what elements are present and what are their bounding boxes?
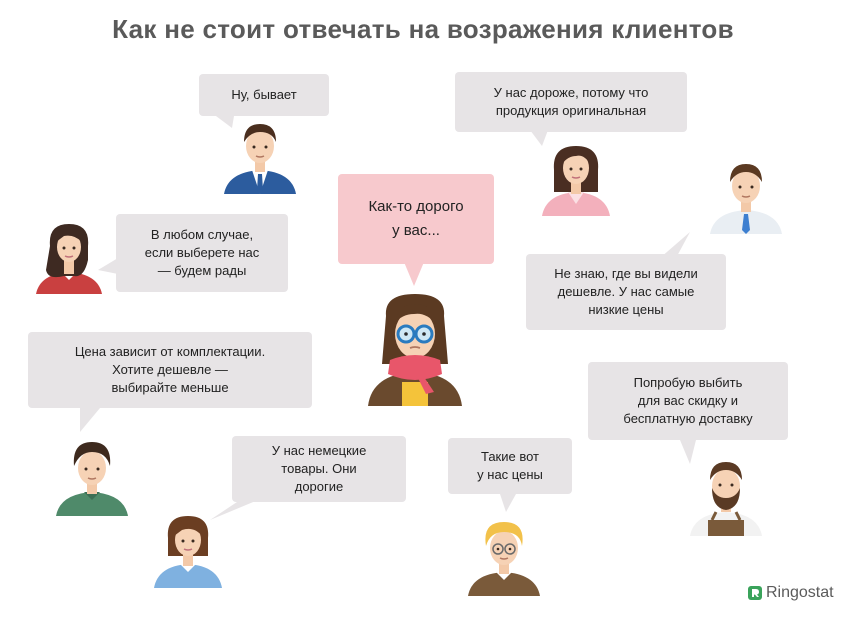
bubble-glad-anyway: В любом случае, если выберете нас — буде… [116,214,288,292]
bubble-customer-objection: Как-то дорого у вас... [338,174,494,264]
bubble-such-prices: Такие вот у нас цены [448,438,572,494]
bubble-nu-byvaet: Ну, бывает [199,74,329,116]
man-bearded-apron-avatar [690,462,762,536]
customer-glasses-scarf-avatar [368,294,462,406]
bubble-original-products: У нас дороже, потому что продукция ориги… [455,72,687,132]
bubble-german-goods: У нас немецкие товары. Они дорогие [232,436,406,502]
man-blue-suit-avatar [224,124,296,194]
woman-red-avatar [36,224,102,294]
man-green-shirt-avatar [56,442,128,516]
bubble-lowest-prices: Не знаю, где вы видели дешевле. У нас са… [526,254,726,330]
ringostat-logo-icon [748,586,762,600]
man-white-shirt-avatar [710,164,782,234]
brand-logo: Ringostat [748,584,834,602]
brand-name: Ringostat [766,584,834,601]
woman-pink-avatar [542,146,610,216]
page-title: Как не стоит отвечать на возражения клие… [112,14,734,44]
bubble-configuration: Цена зависит от комплектации. Хотите деш… [28,332,312,408]
man-blonde-glasses-avatar [468,522,540,596]
bubble-discount: Попробую выбить для вас скидку и бесплат… [588,362,788,440]
woman-blue-avatar [154,516,222,588]
